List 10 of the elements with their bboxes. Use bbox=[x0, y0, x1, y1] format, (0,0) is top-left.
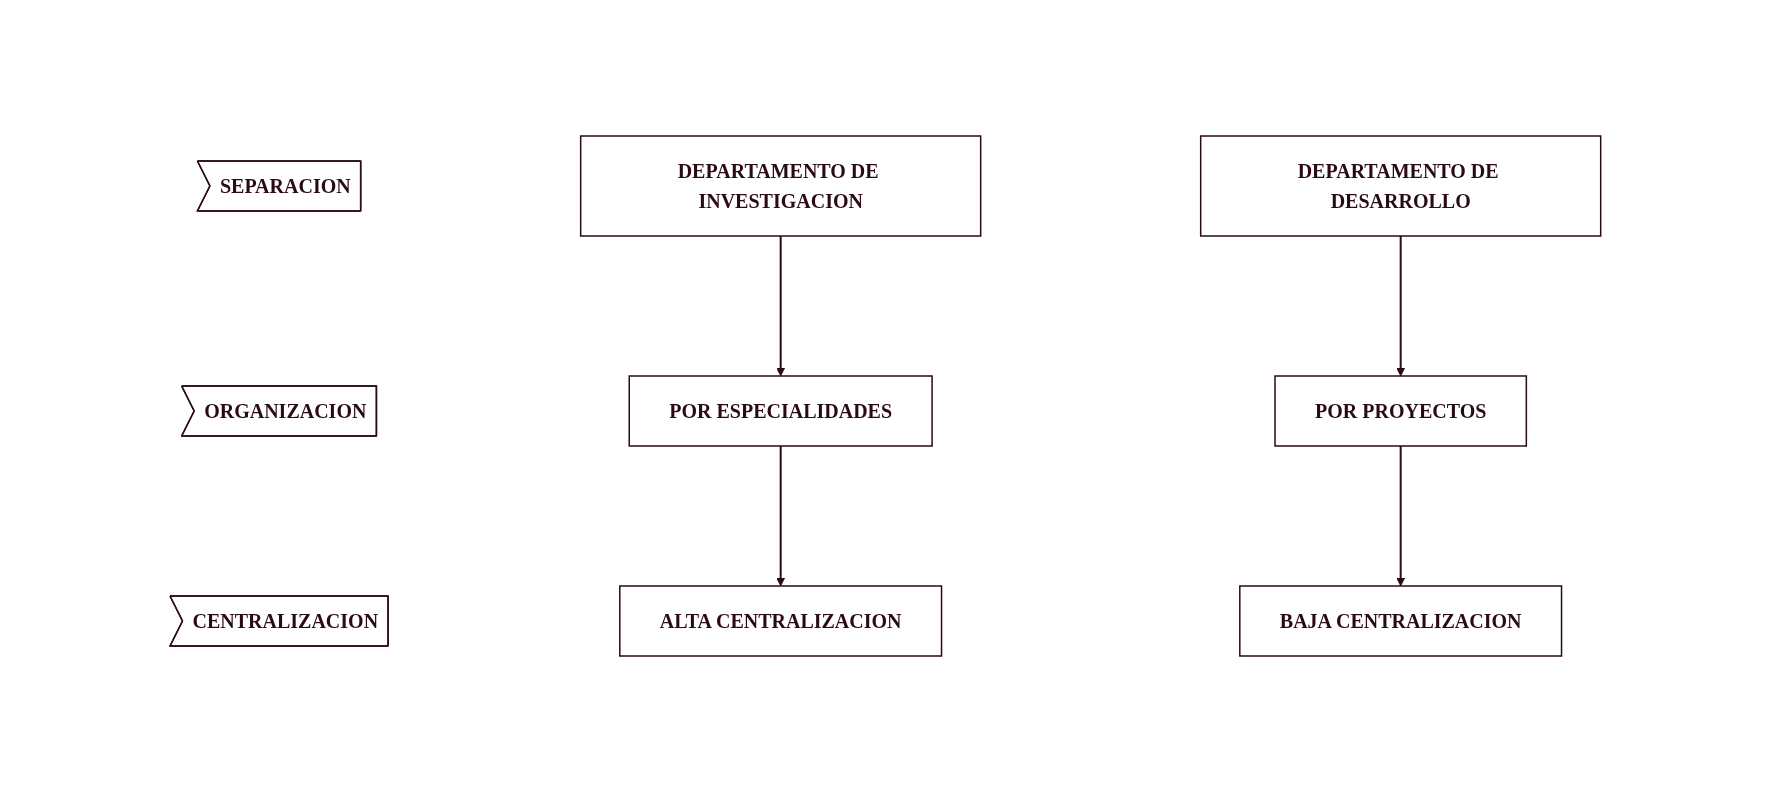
node-box: POR PROYECTOS bbox=[1273, 375, 1527, 447]
arrow bbox=[1395, 235, 1405, 377]
node-box: ALTA CENTRALIZACION bbox=[618, 585, 942, 657]
arrow bbox=[1395, 445, 1405, 587]
node-box: DEPARTAMENTO DE INVESTIGACION bbox=[579, 135, 982, 237]
node-box: POR ESPECIALIDADES bbox=[628, 375, 933, 447]
arrow bbox=[775, 445, 785, 587]
node-box: BAJA CENTRALIZACION bbox=[1238, 585, 1562, 657]
arrow bbox=[775, 235, 785, 377]
node-box: DEPARTAMENTO DE DESARROLLO bbox=[1199, 135, 1602, 237]
